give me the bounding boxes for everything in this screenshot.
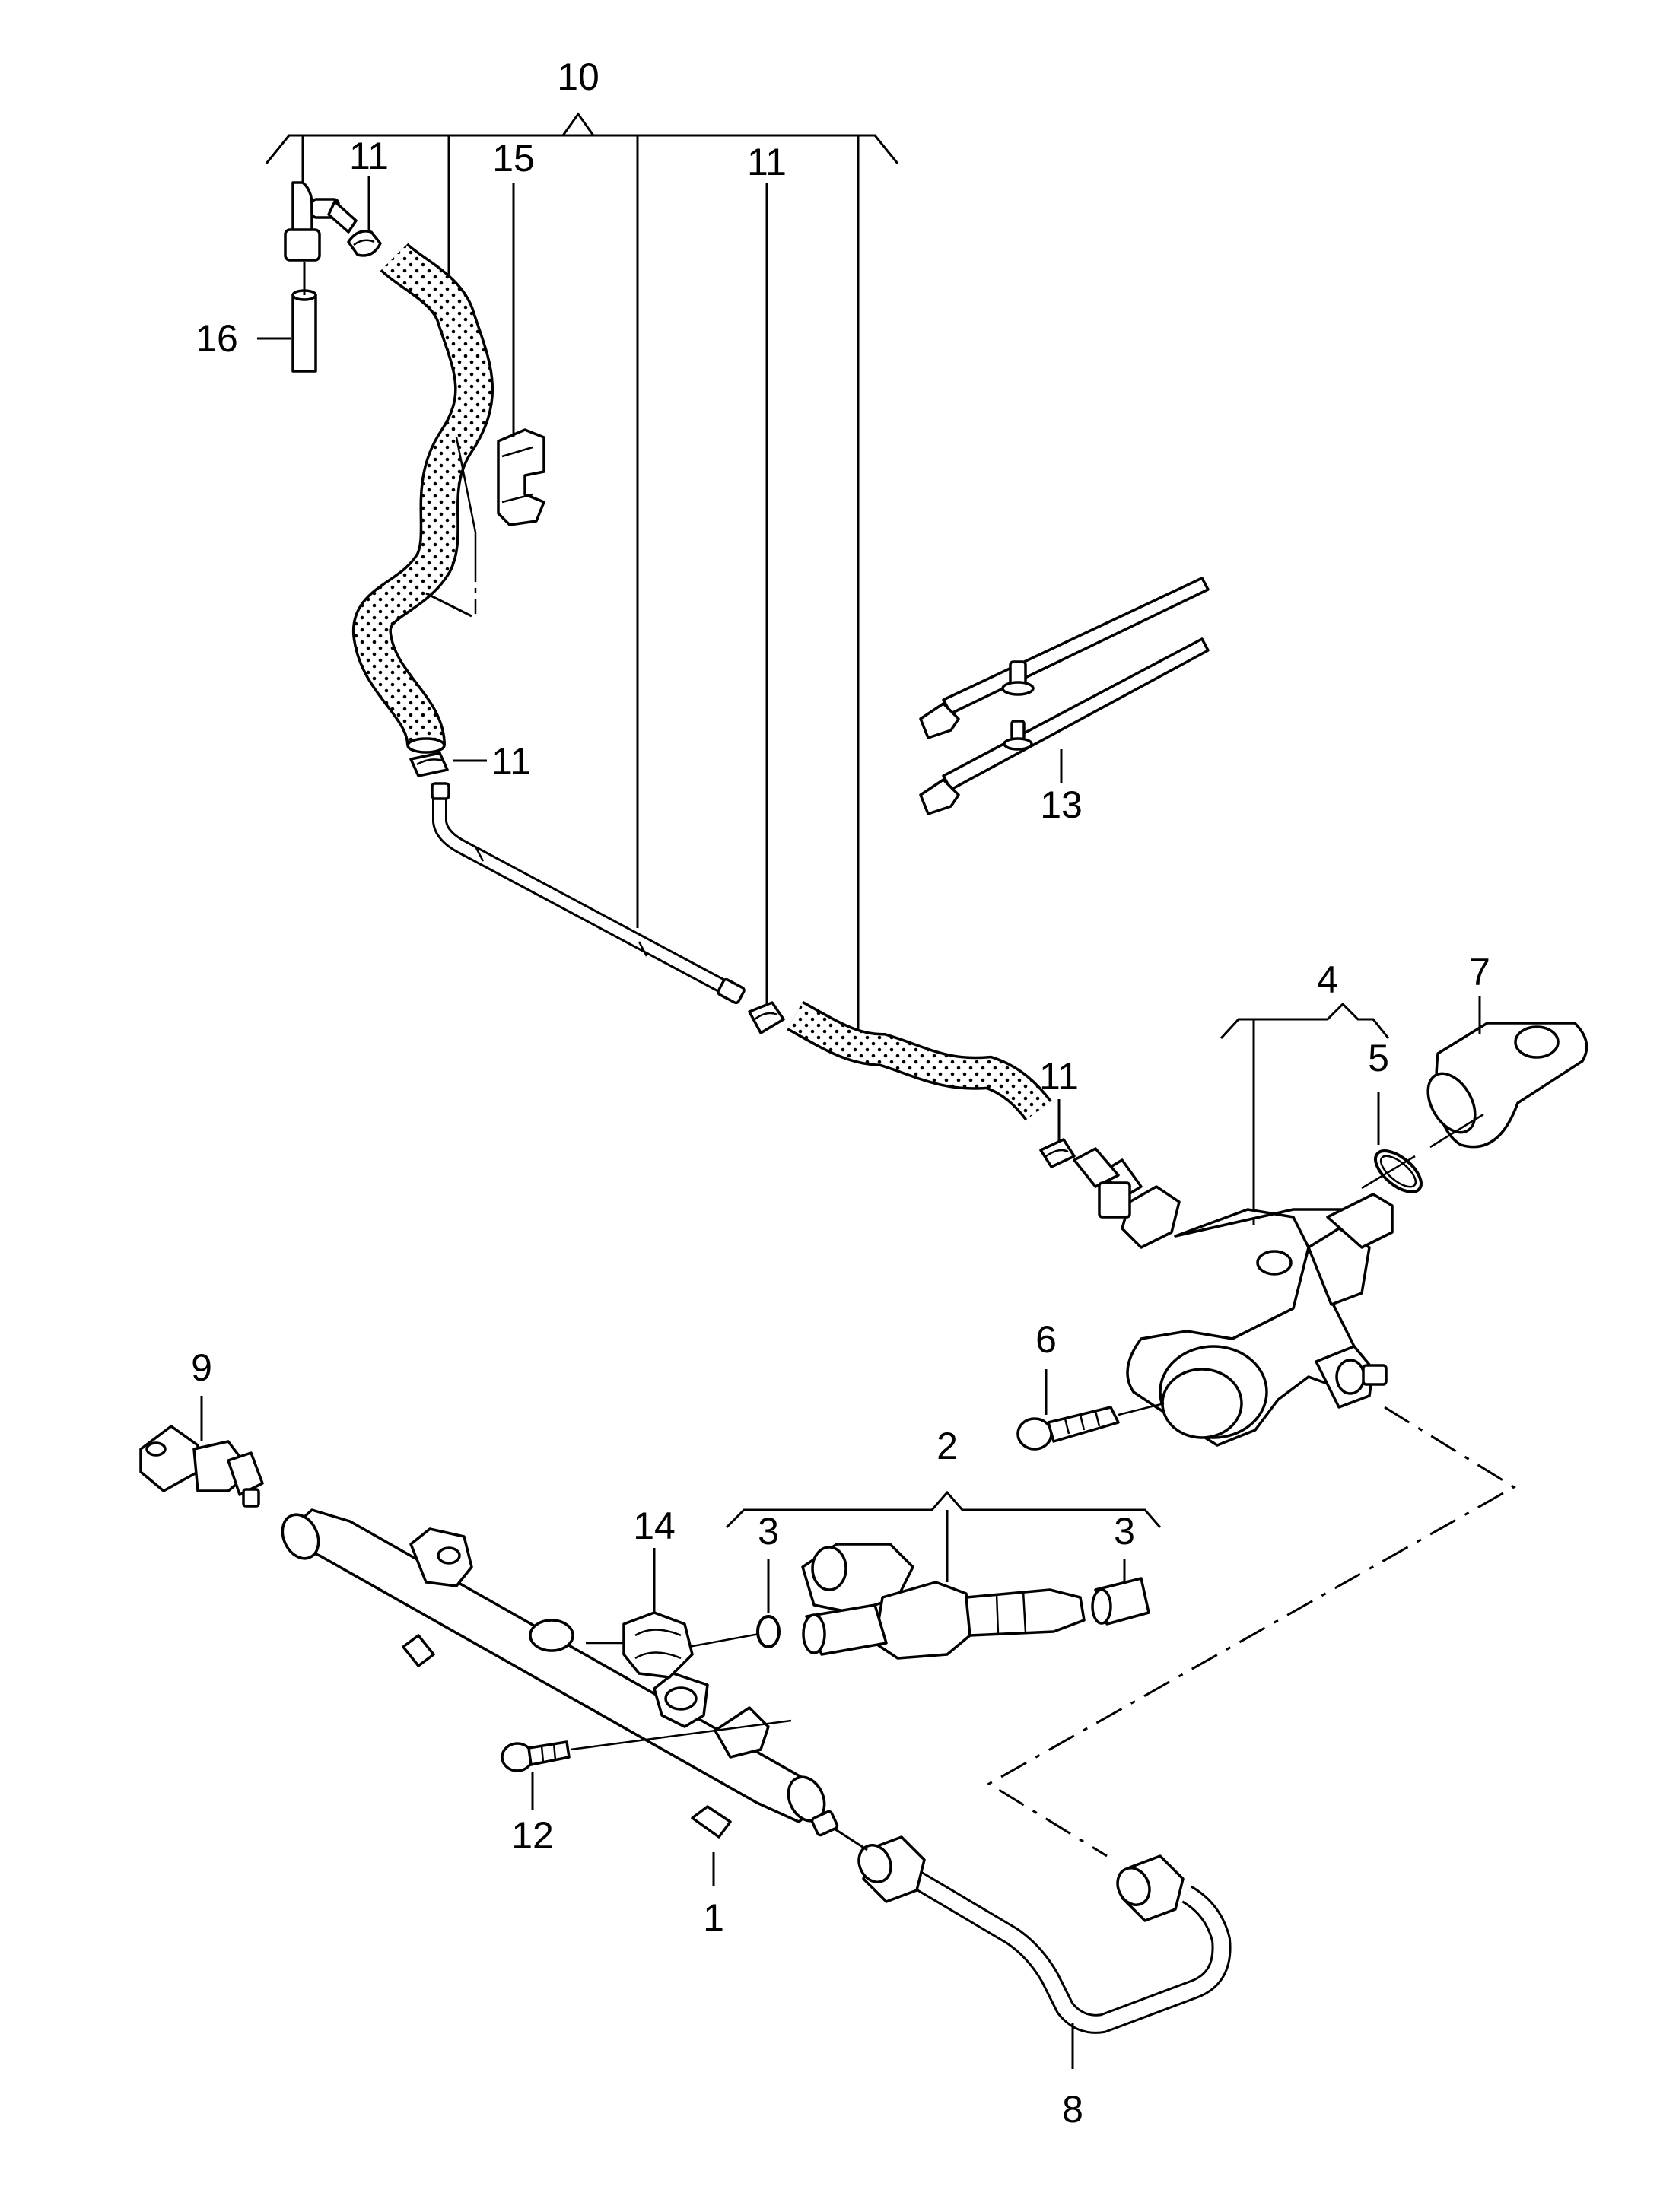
bracket-4 bbox=[1220, 1002, 1390, 1225]
callout-1: 1 bbox=[703, 1896, 724, 1939]
fuel-hose-lower bbox=[787, 1000, 1052, 1121]
part-14-retaining-clamp bbox=[622, 1611, 694, 1679]
callout-16: 16 bbox=[196, 317, 238, 360]
part-1-fuel-rail bbox=[281, 1508, 839, 1839]
part-15-hose-holder bbox=[497, 428, 545, 526]
callout-3-left: 3 bbox=[758, 1510, 779, 1553]
hose-clip-11-right bbox=[1039, 1138, 1076, 1168]
high-pressure-pump bbox=[1073, 1147, 1394, 1447]
hose-clip-11-center bbox=[748, 1001, 785, 1034]
part-9-pressure-sensor bbox=[139, 1425, 264, 1508]
part-3-seal-left bbox=[756, 1615, 781, 1648]
callout-15: 15 bbox=[492, 137, 535, 180]
part-2-fuel-injector bbox=[801, 1543, 1086, 1660]
callout-14: 14 bbox=[633, 1505, 676, 1547]
callout-8: 8 bbox=[1062, 2088, 1083, 2131]
fuel-line-steel bbox=[431, 782, 746, 1005]
bracket-2 bbox=[725, 1490, 1162, 1582]
part-13-line-holder bbox=[919, 577, 1210, 815]
hose-clip-11-top bbox=[347, 230, 382, 257]
part-7-cap bbox=[1426, 1022, 1588, 1149]
part-5-o-ring bbox=[1374, 1149, 1423, 1193]
callout-5: 5 bbox=[1368, 1037, 1389, 1079]
quick-connector-elbow bbox=[284, 181, 358, 262]
fuel-hose-upper bbox=[352, 242, 494, 754]
callout-13: 13 bbox=[1040, 783, 1083, 826]
callout-7: 7 bbox=[1469, 951, 1490, 993]
callout-10: 10 bbox=[557, 56, 599, 98]
alignment-line-pump-to-line8 bbox=[987, 1406, 1516, 1858]
callout-11-upper-right: 11 bbox=[747, 141, 787, 183]
callout-11-mid: 11 bbox=[491, 740, 531, 783]
callout-2: 2 bbox=[936, 1425, 958, 1467]
part-3-seal-right bbox=[1091, 1577, 1150, 1626]
callout-4: 4 bbox=[1317, 958, 1338, 1001]
bracket-10 bbox=[265, 112, 899, 1046]
callout-11-top: 11 bbox=[349, 135, 389, 177]
callout-3-right: 3 bbox=[1114, 1510, 1135, 1553]
hose-clip-11-mid bbox=[409, 752, 449, 777]
part-12-bolt bbox=[501, 1740, 571, 1772]
callout-12: 12 bbox=[511, 1814, 554, 1857]
part-6-bolt bbox=[1016, 1406, 1120, 1451]
part-8-high-pressure-line bbox=[857, 1835, 1232, 2034]
part-16-pipe bbox=[291, 262, 317, 373]
callout-6: 6 bbox=[1035, 1318, 1057, 1361]
callout-9: 9 bbox=[191, 1346, 212, 1389]
callout-11-right: 11 bbox=[1039, 1055, 1079, 1098]
